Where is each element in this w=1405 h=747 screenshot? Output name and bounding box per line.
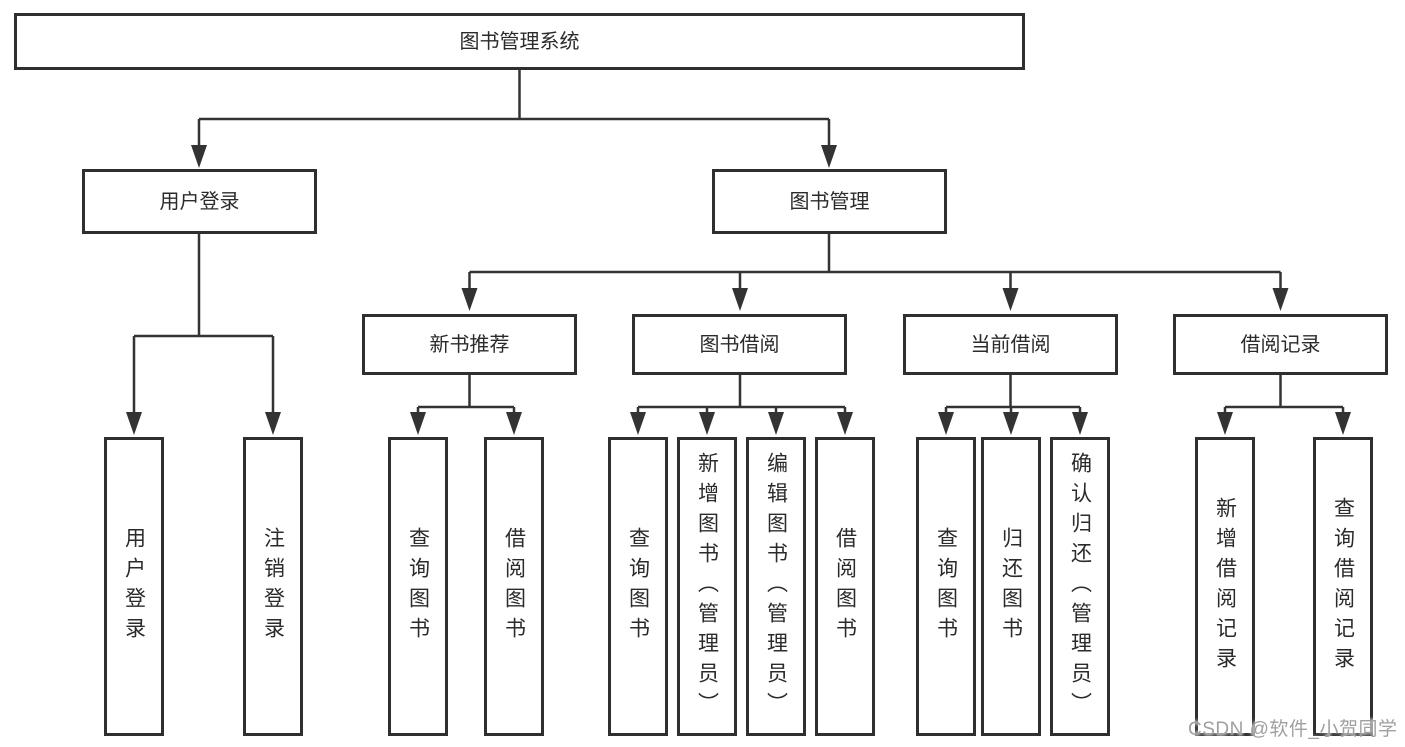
- node-library-management-system: 图书管理系统: [14, 13, 1025, 70]
- arrowhead: [126, 412, 142, 435]
- leaf-query-books-current: 查询图书: [916, 437, 976, 736]
- connector-new-book-recommend: [416, 375, 516, 414]
- leaf-logout: 注销登录: [243, 437, 303, 736]
- leaf-confirm-return-admin: 确认归还（管理员）: [1050, 437, 1110, 736]
- connector-book-borrowing: [636, 375, 847, 414]
- arrowhead: [768, 412, 784, 435]
- leaf-query-books-recommend: 查询图书: [388, 437, 448, 736]
- arrowhead: [1335, 412, 1351, 435]
- arrowhead: [837, 412, 853, 435]
- arrowhead: [191, 145, 207, 168]
- watermark: CSDN @软件_小贺同学: [1188, 719, 1398, 740]
- leaf-edit-books-admin: 编辑图书（管理员）: [746, 437, 806, 736]
- leaf-borrow-books: 借阅图书: [815, 437, 875, 736]
- arrowhead: [699, 412, 715, 435]
- leaf-borrow-books-recommend: 借阅图书: [484, 437, 544, 736]
- leaf-user-login: 用户登录: [104, 437, 164, 736]
- arrowhead: [1217, 412, 1233, 435]
- leaf-query-books-borrowing: 查询图书: [608, 437, 668, 736]
- arrowhead: [630, 412, 646, 435]
- node-book-borrowing: 图书借阅: [632, 314, 847, 375]
- arrowhead: [1072, 412, 1088, 435]
- arrowhead: [1272, 288, 1289, 311]
- leaf-add-borrow-record: 新增借阅记录: [1195, 437, 1255, 736]
- node-borrowing-records: 借阅记录: [1173, 314, 1388, 375]
- connector-book-management: [468, 234, 1282, 289]
- arrowhead: [461, 288, 478, 311]
- leaf-query-borrow-record: 查询借阅记录: [1313, 437, 1373, 736]
- node-user-login: 用户登录: [82, 169, 317, 234]
- arrowhead: [506, 412, 522, 435]
- connector-current-borrowing: [944, 375, 1082, 414]
- node-current-borrowing: 当前借阅: [903, 314, 1118, 375]
- arrowhead: [265, 412, 281, 435]
- node-book-management: 图书管理: [712, 169, 947, 234]
- arrowhead: [938, 412, 954, 435]
- arrowhead: [821, 145, 837, 168]
- node-new-book-recommend: 新书推荐: [362, 314, 577, 375]
- arrowhead: [1003, 412, 1019, 435]
- arrowhead: [732, 288, 748, 311]
- leaf-return-books: 归还图书: [981, 437, 1041, 736]
- leaf-add-books-admin: 新增图书（管理员）: [677, 437, 737, 736]
- connector-user-login: [132, 234, 275, 413]
- connector-root: [197, 70, 831, 146]
- arrowhead: [1002, 288, 1019, 311]
- arrowhead: [410, 412, 426, 435]
- connector-borrowing-records: [1223, 375, 1345, 414]
